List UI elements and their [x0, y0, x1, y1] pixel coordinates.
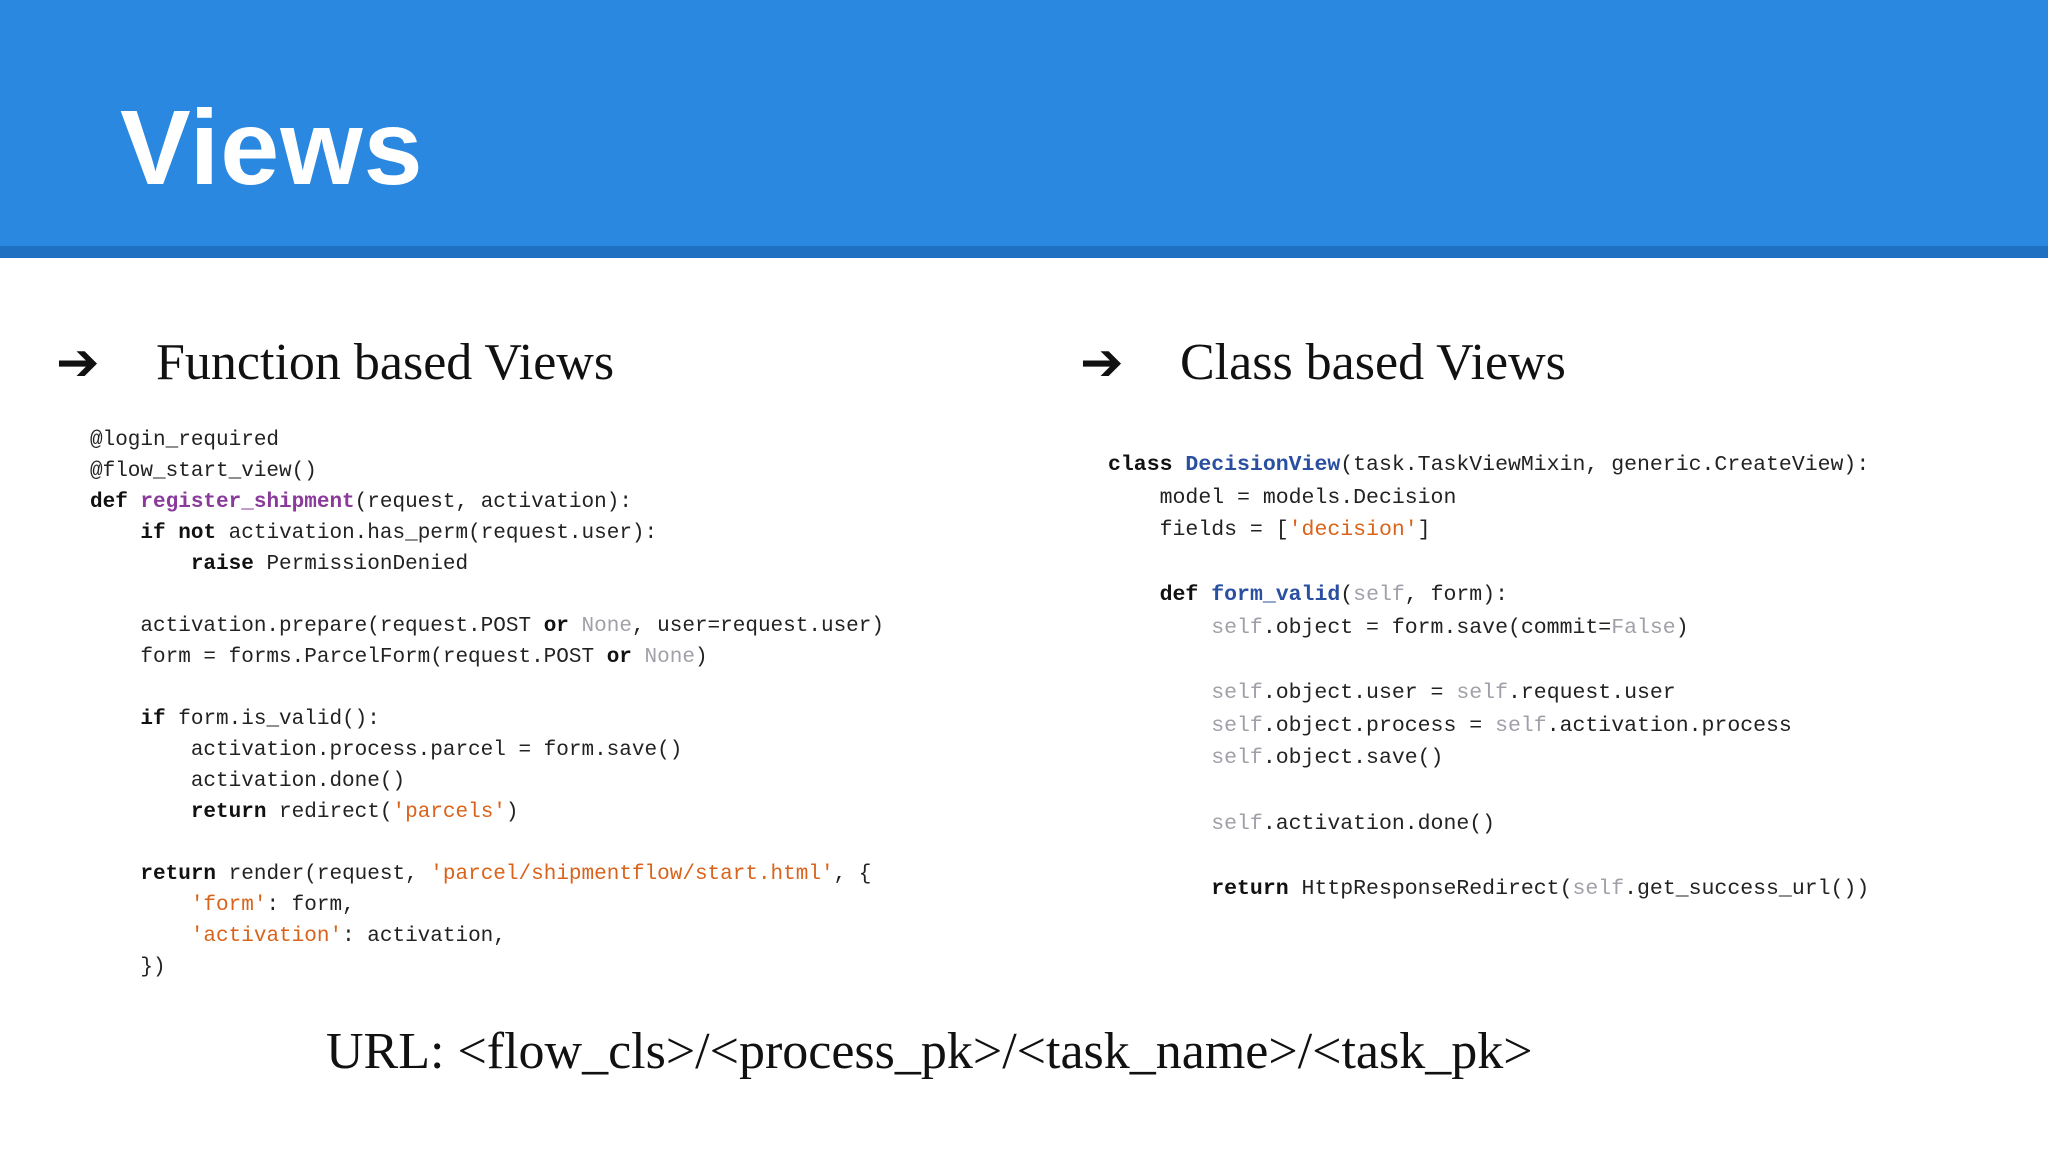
code-line: self.object.user = self.request.user [1211, 681, 1676, 706]
code-line [90, 673, 884, 704]
code-line: 'form': form, [190, 894, 355, 917]
code-line: if not activation.has_perm(request.user)… [140, 522, 658, 545]
code-line: 'activation': activation, [190, 925, 506, 948]
code-line: return HttpResponseRedirect(self.get_suc… [1211, 876, 1870, 901]
code-line: activation.prepare(request.POST or None,… [90, 615, 884, 638]
code-line: def register_shipment(request, activatio… [90, 491, 632, 514]
code-line: @flow_start_view() [90, 460, 317, 483]
bullet-class-based: ➔ Class based Views [1080, 325, 1566, 400]
code-line [1108, 547, 1869, 580]
code-line: self.object.process = self.activation.pr… [1211, 713, 1792, 738]
code-line: class DecisionView(task.TaskViewMixin, g… [1108, 453, 1870, 477]
bullet-function-based: ➔ Function based Views [56, 325, 614, 400]
arrow-right-icon: ➔ [1080, 332, 1124, 393]
code-line: activation.process.parcel = form.save() [90, 739, 683, 762]
code-block-class-view: class DecisionView(task.TaskViewMixin, g… [1108, 449, 1869, 905]
code-line: if form.is_valid(): [140, 708, 380, 731]
code-line [90, 828, 884, 859]
title-bar [0, 0, 2048, 246]
bullet-heading-function-based: Function based Views [156, 334, 615, 391]
code-line: }) [90, 956, 166, 979]
arrow-right-icon: ➔ [56, 332, 100, 393]
code-line: self.activation.done() [1211, 811, 1496, 836]
code-line: return render(request, 'parcel/shipmentf… [140, 863, 872, 886]
slide-title: Views [120, 89, 424, 207]
code-line: fields = ['decision'] [1108, 518, 1431, 543]
code-line [1108, 775, 1869, 808]
code-line: form = forms.ParcelForm(request.POST or … [90, 646, 708, 669]
code-block-function-view: @login_required @flow_start_view()def reg… [90, 425, 884, 983]
code-line: def form_valid(self, form): [1159, 583, 1508, 608]
code-line [1108, 645, 1869, 678]
code-line: self.object.save() [1211, 746, 1444, 771]
code-line: return redirect('parcels') [190, 801, 519, 824]
url-pattern: URL: <flow_cls>/<process_pk>/<task_name>… [326, 1023, 1533, 1080]
code-line: @login_required [90, 429, 280, 452]
code-line: raise PermissionDenied [190, 553, 469, 576]
code-line: self.object = form.save(commit=False) [1211, 615, 1689, 640]
code-line: activation.done() [90, 770, 406, 793]
code-line [1108, 840, 1869, 873]
code-line: model = models.Decision [1108, 485, 1457, 510]
bullet-heading-class-based: Class based Views [1180, 334, 1566, 391]
title-bar-rule [0, 246, 2048, 258]
code-line [90, 580, 884, 611]
